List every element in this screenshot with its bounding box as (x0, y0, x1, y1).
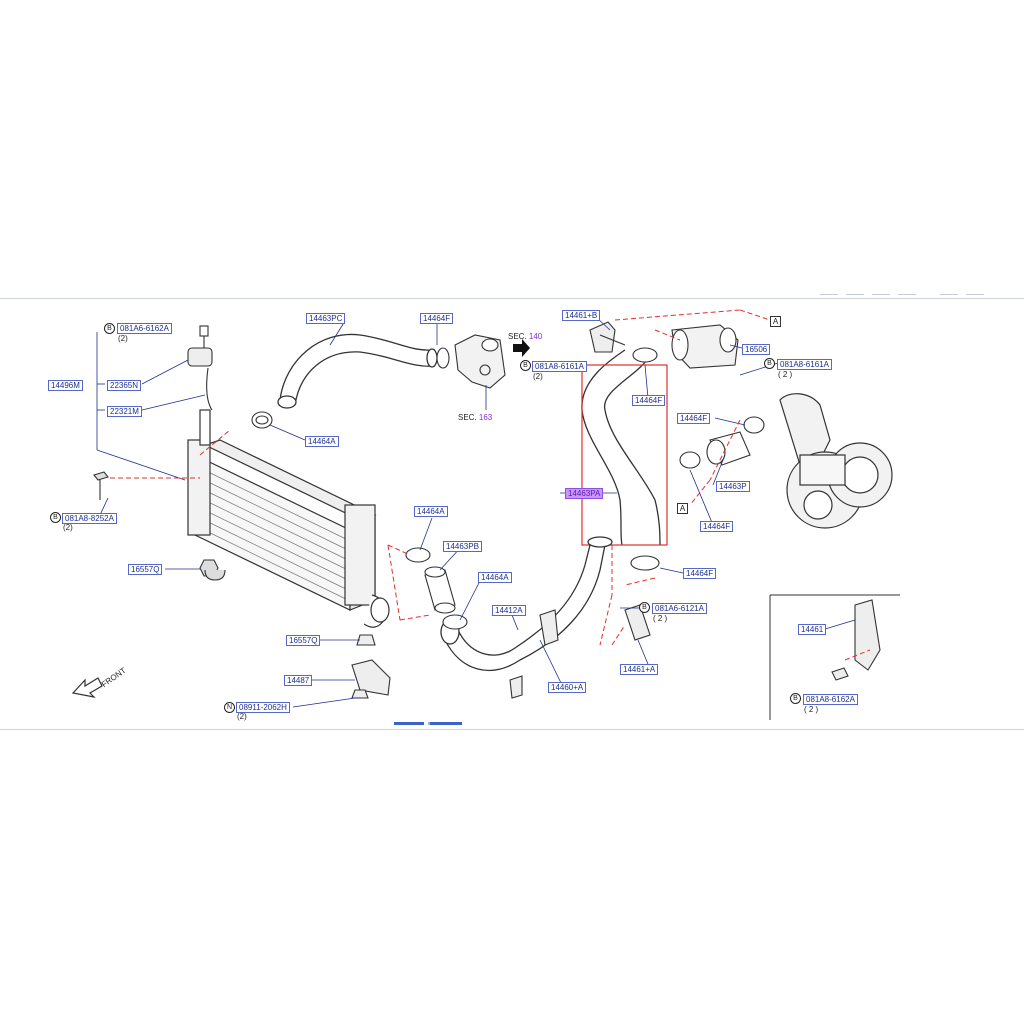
callout-14463PB[interactable]: 14463PB (443, 541, 482, 552)
callout-081A8-6161A[interactable]: 081A8-6161A (777, 359, 832, 370)
mount-bracket (351, 634, 391, 699)
callout-14464F[interactable]: 14464F (420, 313, 454, 324)
toolbar-dash (940, 294, 958, 295)
callout-081A8-6161A[interactable]: 081A8-6161A (532, 361, 587, 372)
callout-14461A[interactable]: 14461+A (620, 664, 659, 675)
bracket (589, 321, 626, 353)
bolt (93, 471, 226, 581)
toolbar-dash (898, 294, 916, 295)
turbocharger (779, 393, 893, 529)
bolt-symbol: B (520, 360, 531, 371)
callout-14464A[interactable]: 14464A (478, 572, 512, 583)
intercooler (187, 409, 390, 628)
quantity: ( 2 ) (653, 614, 668, 623)
intake-pipe (679, 416, 765, 469)
clamp (630, 347, 660, 571)
callout-14463PA[interactable]: 14463PA (565, 488, 604, 499)
upper-pipe (277, 333, 438, 409)
toolbar-dash (872, 294, 890, 295)
quantity: (2) (237, 712, 247, 721)
section-label: SEC. 140 (508, 332, 543, 341)
bracket (509, 604, 651, 699)
inset-bracket (831, 599, 881, 681)
bolt-symbol: B (104, 323, 115, 334)
quantity: (2) (118, 334, 128, 343)
front-arrow-icon (71, 677, 103, 698)
bolt-symbol: B (50, 512, 61, 523)
bolt-symbol: B (639, 602, 650, 613)
section-label: SEC. 163 (458, 413, 493, 422)
callout-22321M[interactable]: 22321M (107, 406, 142, 417)
short-hose (405, 547, 468, 630)
callout-16506[interactable]: 16506 (742, 344, 771, 355)
callout-16557Q[interactable]: 16557Q (128, 564, 163, 575)
callout-08911-2062H[interactable]: 08911-2062H (236, 702, 290, 713)
callout-14487[interactable]: 14487 (284, 675, 313, 686)
callout-16557Q[interactable]: 16557Q (286, 635, 321, 646)
callout-14464F[interactable]: 14464F (700, 521, 734, 532)
callout-14463P[interactable]: 14463P (716, 481, 750, 492)
bolt-symbol: B (764, 358, 775, 369)
toolbar-dash (846, 294, 864, 295)
sensor-16506 (671, 324, 739, 369)
callout-14464A[interactable]: 14464A (414, 506, 448, 517)
sensor (187, 325, 213, 411)
callout-14460A[interactable]: 14460+A (548, 682, 587, 693)
selection-box (581, 364, 668, 546)
bolt-symbol: B (790, 693, 801, 704)
callout-081A8-8252A[interactable]: 081A8-8252A (62, 513, 117, 524)
nut-symbol: N (224, 702, 235, 713)
callout-14464F[interactable]: 14464F (683, 568, 717, 579)
quantity: (2) (63, 523, 73, 532)
page-tab[interactable] (394, 722, 424, 725)
toolbar-dash (820, 294, 838, 295)
dashed-links (110, 309, 871, 661)
callout-14412A[interactable]: 14412A (492, 605, 526, 616)
lower-pipe (440, 536, 613, 672)
callout-081A6-6121A[interactable]: 081A6-6121A (652, 603, 707, 614)
callout-14461B[interactable]: 14461+B (562, 310, 601, 321)
reference-box-a: A (770, 316, 781, 327)
quantity: (2) (533, 372, 543, 381)
section-arrow-icon (513, 339, 530, 357)
inset-frame (769, 594, 900, 720)
callout-14463PC[interactable]: 14463PC (306, 313, 346, 324)
callout-081A6-6162A[interactable]: 081A6-6162A (117, 323, 172, 334)
quantity: ( 2 ) (778, 370, 793, 379)
callout-22365N[interactable]: 22365N (107, 380, 142, 391)
quantity: ( 2 ) (804, 705, 819, 714)
callout-14464F[interactable]: 14464F (677, 413, 711, 424)
callout-14464F[interactable]: 14464F (632, 395, 666, 406)
reference-box-a: A (677, 503, 688, 514)
toolbar-dash (966, 294, 984, 295)
callout-14464A[interactable]: 14464A (305, 436, 339, 447)
page-tab[interactable] (430, 722, 462, 725)
vertical-hose (581, 349, 661, 546)
clamp (251, 347, 450, 429)
callout-14461[interactable]: 14461 (798, 624, 827, 635)
callout-14496M[interactable]: 14496M (48, 380, 83, 391)
throttle-body (454, 334, 506, 389)
callout-081A8-6162A[interactable]: 081A8-6162A (803, 694, 858, 705)
